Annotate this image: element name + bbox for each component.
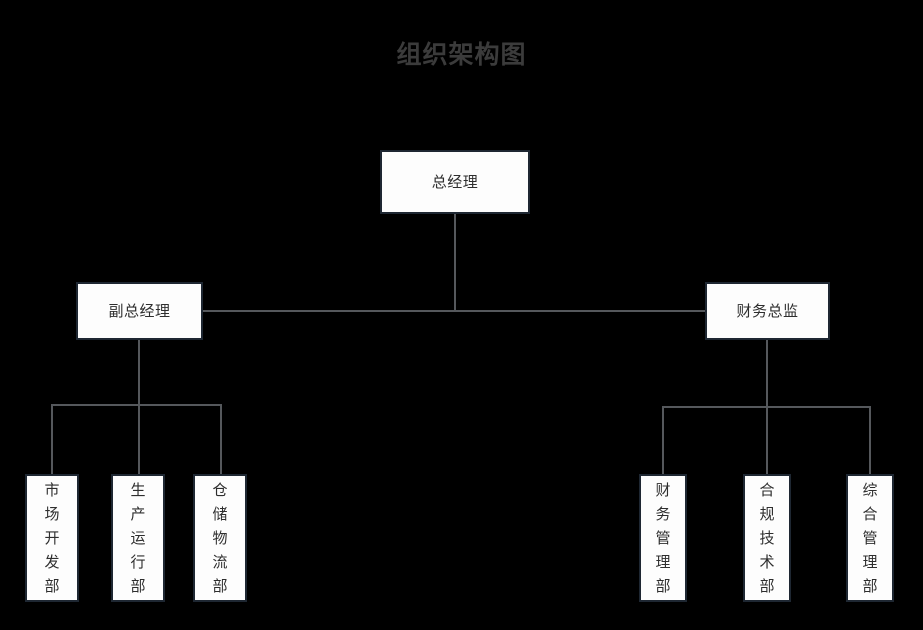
node-label-compliance-technology-department: 合规技术部 <box>759 481 775 595</box>
connector-root-stem <box>454 214 456 312</box>
node-market-development-department[interactable]: 市场开发部 <box>25 474 79 602</box>
node-general-manager[interactable]: 总经理 <box>380 150 530 214</box>
connector-left-drop-1 <box>51 404 53 474</box>
connector-left-group-bus <box>52 404 222 406</box>
connector-level2-bus <box>203 310 706 312</box>
node-label-warehousing-logistics-department: 仓储物流部 <box>212 481 228 595</box>
connector-right-drop-2 <box>766 406 768 474</box>
node-label-production-operations-department: 生产运行部 <box>130 481 146 595</box>
connector-right-drop-1 <box>662 406 664 474</box>
node-warehousing-logistics-department[interactable]: 仓储物流部 <box>193 474 247 602</box>
connector-left-drop-2 <box>138 404 140 474</box>
connector-right-drop-3 <box>869 406 871 474</box>
connector-left-drop-3 <box>220 404 222 474</box>
node-deputy-general-manager[interactable]: 副总经理 <box>76 282 203 340</box>
node-label-market-development-department: 市场开发部 <box>44 481 60 595</box>
node-label-finance-director: 财务总监 <box>736 301 799 320</box>
connector-finance-stem <box>766 340 768 406</box>
node-financial-management-department[interactable]: 财务管理部 <box>639 474 687 602</box>
node-general-administration-department[interactable]: 综合管理部 <box>846 474 894 602</box>
connector-deputy-stem <box>138 340 140 406</box>
node-compliance-technology-department[interactable]: 合规技术部 <box>743 474 791 602</box>
page-title: 组织架构图 <box>396 40 527 69</box>
node-finance-director[interactable]: 财务总监 <box>705 282 830 340</box>
node-label-general-administration-department: 综合管理部 <box>862 481 878 595</box>
node-production-operations-department[interactable]: 生产运行部 <box>111 474 165 602</box>
node-label-general-manager: 总经理 <box>431 172 479 191</box>
node-label-deputy-general-manager: 副总经理 <box>108 301 171 320</box>
node-label-financial-management-department: 财务管理部 <box>655 481 671 595</box>
